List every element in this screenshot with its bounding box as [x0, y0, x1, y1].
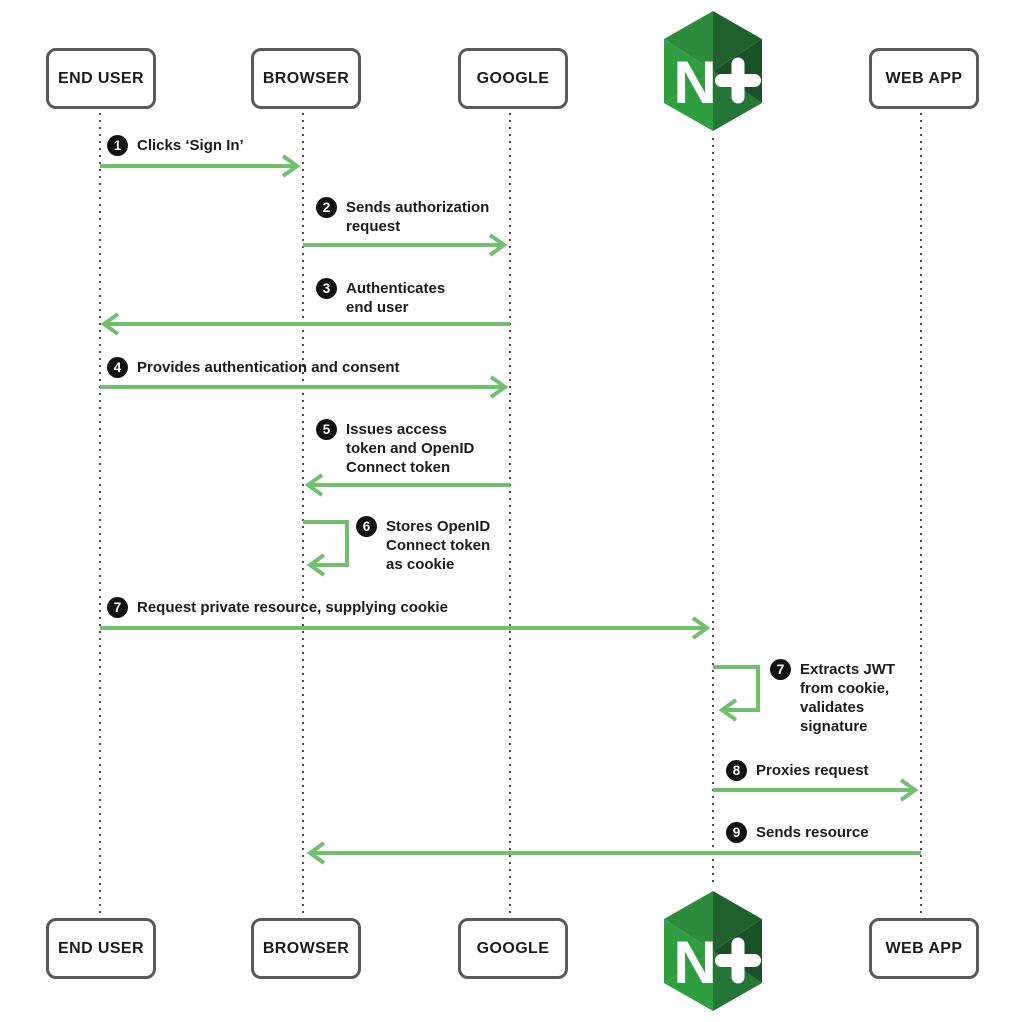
step-8-label: 8 Proxies request [726, 760, 869, 781]
actor-label-google: GOOGLE [476, 939, 550, 957]
step-6-badge: 6 [356, 516, 377, 537]
actor-box-google-bottom: GOOGLE [458, 918, 568, 979]
step-1-label: 1 Clicks ‘Sign In’ [107, 135, 244, 156]
actor-box-end-user-top: END USER [46, 48, 156, 109]
step-9-label: 9 Sends resource [726, 822, 869, 843]
step-7b-badge: 7 [770, 659, 791, 680]
step-5-label: 5 Issues access token and OpenID Connect… [316, 419, 475, 477]
step-4-text: Provides authentication and consent [137, 359, 400, 376]
arrow-step-4 [100, 375, 509, 399]
nginx-n-letter: N [673, 49, 716, 116]
actor-box-browser-bottom: BROWSER [251, 918, 361, 979]
actor-box-web-app-bottom: WEB APP [869, 918, 979, 979]
step-2-text: Sends authorization request [346, 199, 490, 235]
arrow-step-6-self-loop [303, 520, 349, 577]
step-6-label: 6 Stores OpenID Connect token as cookie [356, 516, 491, 574]
arrow-step-3 [100, 312, 510, 336]
step-9-text: Sends resource [756, 824, 869, 841]
arrow-step-1 [100, 154, 301, 178]
step-9-badge: 9 [726, 822, 747, 843]
actor-label-browser: BROWSER [262, 69, 350, 87]
step-7-label: 7 Request private resource, supplying co… [107, 597, 448, 618]
actor-label-web-app: WEB APP [885, 69, 963, 87]
actor-box-browser-top: BROWSER [251, 48, 361, 109]
actor-label-end-user: END USER [58, 939, 144, 957]
step-5-badge: 5 [316, 419, 337, 440]
arrow-step-9 [306, 841, 921, 865]
step-1-text: Clicks ‘Sign In’ [137, 137, 244, 154]
actor-label-end-user: END USER [58, 69, 144, 87]
step-2-badge: 2 [316, 197, 337, 218]
arrow-step-8 [713, 778, 919, 802]
step-3-badge: 3 [316, 278, 337, 299]
step-8-text: Proxies request [756, 762, 869, 779]
actor-box-web-app-top: WEB APP [869, 48, 979, 109]
step-3-label: 3 Authenticates end user [316, 278, 446, 317]
nginx-n-letter: N [673, 929, 716, 996]
step-6-text: Stores OpenID Connect token as cookie [386, 518, 491, 573]
nginx-plus-sign-vertical [731, 57, 745, 104]
actor-label-browser: BROWSER [262, 939, 350, 957]
arrow-step-7b-self-loop [713, 665, 760, 722]
step-3-text: Authenticates end user [346, 280, 446, 316]
arrow-step-2 [303, 233, 508, 257]
arrow-step-5 [304, 473, 510, 497]
step-1-badge: 1 [107, 135, 128, 156]
step-7-text: Request private resource, supplying cook… [137, 599, 448, 616]
step-7b-label: 7 Extracts JWT from cookie, validates si… [770, 659, 896, 736]
nginx-plus-logo-top: N [664, 11, 762, 131]
actor-box-end-user-bottom: END USER [46, 918, 156, 979]
step-8-badge: 8 [726, 760, 747, 781]
step-2-label: 2 Sends authorization request [316, 197, 490, 236]
step-5-text: Issues access token and OpenID Connect t… [346, 421, 475, 476]
actor-label-web-app: WEB APP [885, 939, 963, 957]
arrow-step-7 [100, 616, 711, 640]
step-4-badge: 4 [107, 357, 128, 378]
step-4-label: 4 Provides authentication and consent [107, 357, 400, 378]
nginx-plus-sign-vertical [731, 937, 745, 984]
actor-box-google-top: GOOGLE [458, 48, 568, 109]
actor-label-google: GOOGLE [476, 69, 550, 87]
step-7-badge: 7 [107, 597, 128, 618]
step-7b-text: Extracts JWT from cookie, validates sign… [800, 661, 896, 735]
nginx-plus-logo-bottom: N [664, 891, 762, 1011]
